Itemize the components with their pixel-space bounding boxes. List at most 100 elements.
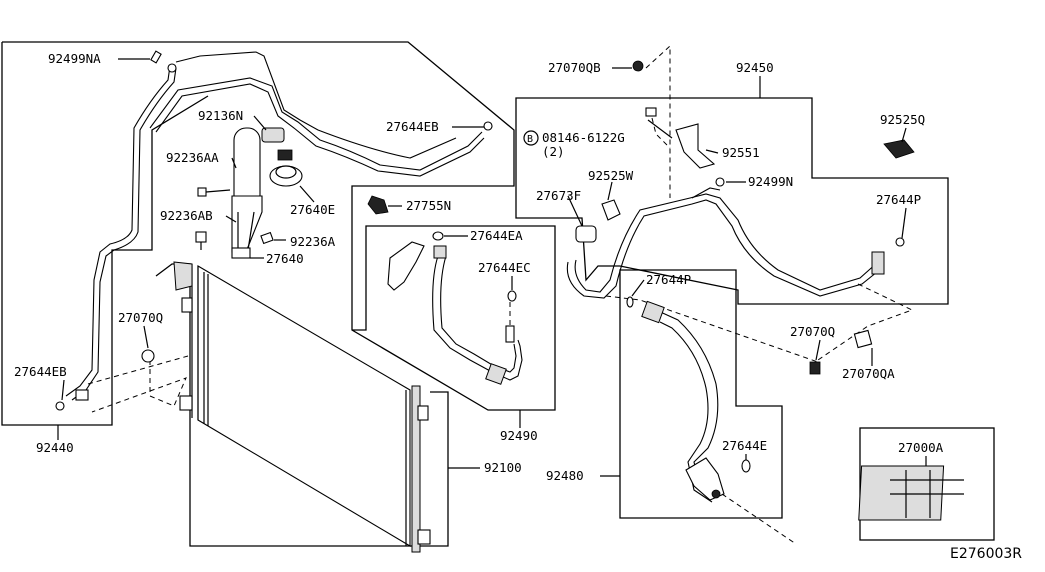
clamp-27640e-inner	[275, 165, 297, 179]
hose-92490-b	[440, 255, 517, 373]
fitting-92450-end	[871, 251, 885, 275]
oring-27644e	[741, 459, 751, 473]
label-92499na: 92499NA	[48, 51, 101, 66]
label-27644p-mid: 27644P	[646, 272, 691, 287]
group-92450-outline	[515, 97, 949, 305]
group-92440-outline-left	[1, 42, 209, 426]
hose-92490-end	[485, 363, 507, 385]
oring-27644ec	[507, 290, 517, 302]
label-92490: 92490	[500, 428, 538, 443]
oring-27644p-mid	[626, 296, 634, 308]
bolt-92236a	[260, 231, 274, 245]
bolt-92236ab	[195, 231, 207, 250]
pipe-92450-c	[691, 187, 721, 199]
label-92136n: 92136N	[198, 108, 243, 123]
leader-lines	[57, 58, 927, 477]
pipe-top-run	[149, 77, 483, 171]
label-92499n: 92499N	[748, 174, 793, 189]
fitting-92499na	[150, 50, 162, 64]
fitting-top-left	[167, 63, 177, 73]
label-27644ec: 27644EC	[478, 260, 531, 275]
pipe-92450	[574, 193, 879, 293]
condenser-92100	[155, 261, 449, 553]
dash-08146	[651, 117, 671, 149]
oring-27644p-right	[895, 237, 905, 247]
dash-27070q-left	[91, 360, 187, 413]
label-92525q: 92525Q	[880, 112, 925, 127]
fitting-27644eb-top	[483, 121, 493, 131]
label-27644e: 27644E	[722, 438, 767, 453]
hose-92490-fitting	[387, 241, 425, 291]
bracket-92551	[675, 123, 716, 169]
label-27644eb-top: 27644EB	[386, 119, 439, 134]
label-92525w: 92525W	[588, 168, 634, 183]
group-92440-outline	[2, 41, 556, 411]
bolt-27070qa	[853, 329, 873, 349]
sensor-27755n	[367, 195, 389, 215]
fitting-left-bottom	[75, 389, 89, 401]
oring-92499n	[715, 177, 725, 187]
label-27755n: 27755N	[406, 198, 451, 213]
hose-92480-end	[685, 457, 725, 501]
bolt-27070qb	[632, 60, 644, 72]
label-27070q-left: 27070Q	[118, 310, 163, 325]
label-92100: 92100	[484, 460, 522, 475]
sensor-92136n	[261, 127, 285, 143]
clip-92525q	[883, 139, 915, 159]
label-92440: 92440	[36, 440, 74, 455]
hose-92480-top-fitting	[641, 300, 665, 324]
bolt-08146	[645, 107, 657, 117]
hose-92490-clamp	[433, 245, 447, 259]
drier-stem	[237, 211, 255, 251]
pipe-92450-b	[566, 199, 883, 299]
label-27070qb: 27070QB	[548, 60, 601, 75]
label-92450: 92450	[736, 60, 774, 75]
clamp-top	[277, 149, 293, 161]
label-27644p-right: 27644P	[876, 192, 921, 207]
group-27000a-outline	[859, 427, 995, 541]
dash-92480	[721, 493, 797, 545]
label-27070qa: 27070QA	[842, 366, 895, 381]
label-92236aa: 92236AA	[166, 150, 219, 165]
label-27070q-right: 27070Q	[790, 324, 835, 339]
diagram-code: E276003R	[950, 546, 1022, 562]
label-plate-27000a	[858, 465, 964, 521]
label-92551: 92551	[722, 145, 760, 160]
bolt-27070q-right	[809, 361, 821, 375]
bolt-92236aa	[197, 187, 231, 197]
label-27673f: 27673F	[536, 188, 581, 203]
dash-27070q-right	[605, 283, 914, 363]
drier-bracket	[231, 195, 263, 253]
pipe-92440-b	[71, 67, 177, 401]
pipe-top-run-b	[155, 83, 485, 177]
hose-92480	[655, 309, 719, 497]
label-92236a: 92236A	[290, 234, 336, 249]
clamp-27640e	[269, 165, 303, 187]
fitting-27673f	[575, 225, 597, 243]
hose-92490-joint	[505, 325, 515, 343]
label-08146-prefix: B	[527, 134, 533, 145]
hose-92480-b	[659, 321, 713, 503]
hose-92480-end-dot	[711, 489, 721, 499]
oring-27644eb-left	[55, 401, 65, 411]
label-27000a: 27000A	[898, 440, 944, 455]
label-08146-qty: (2)	[542, 144, 565, 159]
group-92480-outline	[619, 269, 783, 519]
label-08146: 08146-6122G	[542, 130, 625, 145]
bolt-27070q-left	[141, 349, 155, 363]
oring-27644ea	[432, 231, 444, 241]
label-27640: 27640	[266, 251, 304, 266]
label-27644ea: 27644EA	[470, 228, 523, 243]
label-27644eb-left: 27644EB	[14, 364, 67, 379]
label-92236ab: 92236AB	[160, 208, 213, 223]
pipe-top-outer	[175, 51, 457, 159]
dash-27644eb-left	[87, 355, 189, 385]
hose-92490	[432, 255, 523, 381]
label-92480: 92480	[546, 468, 584, 483]
pipe-92440	[65, 65, 171, 397]
dash-27070qb	[645, 44, 671, 198]
drier-base	[231, 247, 251, 259]
clip-92525w	[601, 199, 621, 221]
label-27640e: 27640E	[290, 202, 335, 217]
